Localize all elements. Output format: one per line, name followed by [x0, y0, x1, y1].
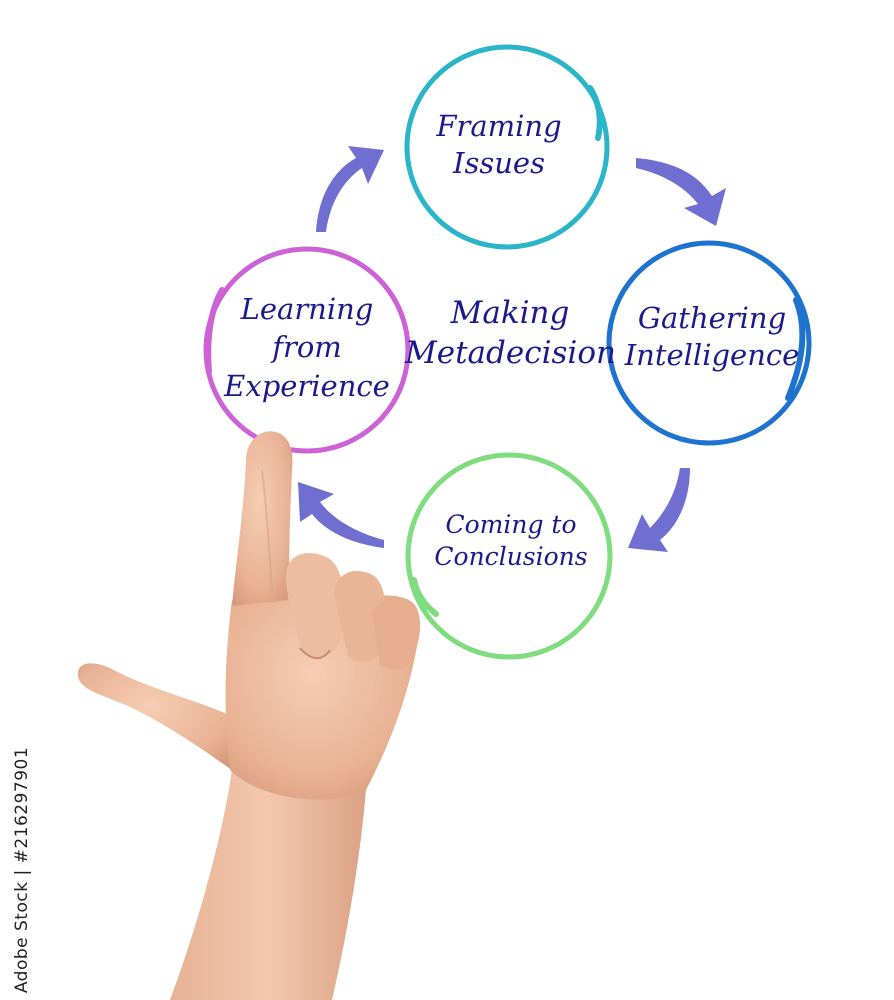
- step-label-line: Gathering: [637, 301, 787, 335]
- stock-id-text: Adobe Stock | #216297901: [12, 746, 32, 994]
- center-title-line: Metadecision: [405, 334, 616, 371]
- step-label-line: Experience: [224, 368, 390, 403]
- step-label-line: Learning: [240, 292, 374, 326]
- step-label-line: Coming to: [445, 510, 577, 539]
- pointing-hand-image: [77, 431, 421, 1000]
- step-label-line: Intelligence: [624, 338, 800, 373]
- step-label-coming-to-conclusions: Coming to Conclusions: [420, 509, 602, 573]
- step-label-line: Conclusions: [434, 542, 588, 571]
- circle-learning: [203, 246, 411, 454]
- circle-framing: [404, 44, 610, 250]
- step-label-line: Issues: [453, 146, 545, 181]
- center-title: Making Metadecision: [405, 294, 616, 373]
- step-label-learning-from-experience: Learning from Experience: [212, 290, 402, 405]
- arrow-framing-to-gathering: [636, 158, 726, 226]
- step-label-line: Framing: [436, 109, 562, 143]
- circle-gathering: [606, 240, 812, 446]
- circle-coming: [405, 452, 613, 660]
- center-title-line: Making: [450, 295, 570, 331]
- arrow-gathering-to-coming: [628, 468, 690, 552]
- arrow-coming-to-learning: [298, 482, 384, 548]
- step-label-line: from: [272, 330, 342, 365]
- arrow-learning-to-framing: [316, 146, 384, 232]
- stock-id-watermark: Adobe Stock | #216297901: [4, 747, 40, 993]
- step-label-gathering-intelligence: Gathering Intelligence: [622, 300, 802, 374]
- step-label-framing-issues: Framing Issues: [414, 108, 584, 182]
